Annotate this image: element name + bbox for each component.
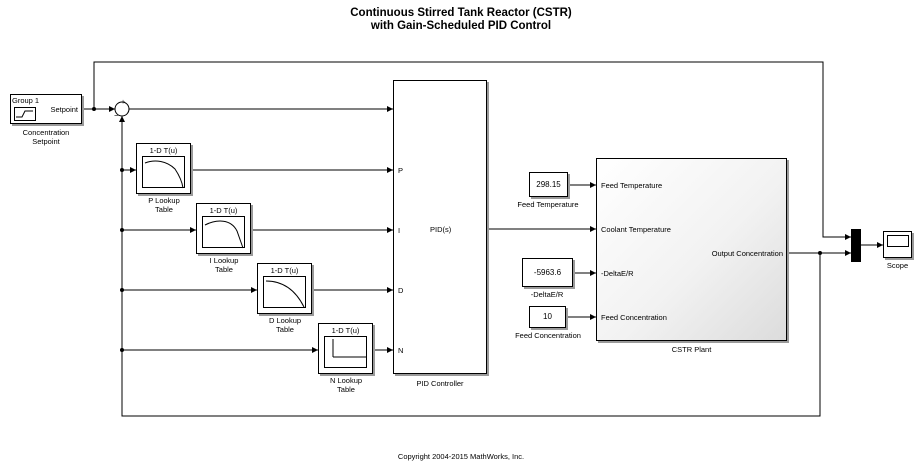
line-setpoint-to-mux [93,61,851,240]
i-lookup-name-line1: I Lookup [209,256,239,265]
junction-dot [818,251,822,255]
n-lookup-header: 1-D T(u) [331,326,360,335]
junction-dot [120,288,124,292]
pid-controller-block[interactable]: P I D N PID(s) [393,80,487,374]
pid-port-d: D [398,286,404,295]
plant-input-feed-temperature: Feed Temperature [601,181,663,190]
n-lookup-name-line1: N Lookup [329,376,363,385]
cstr-plant-block[interactable]: Feed Temperature Coolant Temperature -De… [596,158,787,341]
scope-screen-icon [887,235,909,247]
lookup-curve-icon [265,280,305,308]
plant-input-coolant-temperature: Coolant Temperature [601,225,671,234]
scope-block[interactable] [883,231,912,258]
feed-concentration-value: 10 [543,312,552,321]
diagram-title-line1: Continuous Stirred Tank Reactor (CSTR) [350,7,572,19]
p-lookup-table[interactable]: 1-D T(u) [136,143,191,194]
sum-block [114,101,130,117]
delta-e-r-name: -DeltaE/R [530,290,564,299]
junction-dot [120,348,124,352]
feed-temperature-name: Feed Temperature [517,200,579,209]
junction-dot [92,107,96,111]
mux-block [851,229,861,262]
feed-temperature-constant[interactable]: 298.15 [529,172,568,197]
plant-input-feed-concentration: Feed Concentration [601,313,667,322]
svg-text:+: + [121,99,125,106]
i-lookup-table[interactable]: 1-D T(u) [196,203,251,254]
pid-port-n: N [398,346,404,355]
line-feedback [119,116,821,417]
d-lookup-header: 1-D T(u) [270,266,299,275]
diagram-title-line2: with Gain-Scheduled PID Control [370,20,552,32]
plant-output-label: Output Concentration [711,249,783,258]
setpoint-group-label: Group 1 [12,96,40,105]
pid-controller-name: PID Controller [416,379,464,388]
copyright-text: Copyright 2004-2015 MathWorks, Inc. [397,452,525,461]
lookup-curve-icon [204,220,244,249]
setpoint-name-line1: Concentration [22,128,70,137]
cstr-plant-name: CSTR Plant [671,345,712,354]
p-lookup-name-line1: P Lookup [148,196,180,205]
scope-name: Scope [886,261,909,270]
signal-builder-icon [14,107,36,121]
junction-dot [120,228,124,232]
sum-minus-sign: − [114,111,119,120]
setpoint-port-label: Setpoint [50,105,78,114]
d-lookup-table[interactable]: 1-D T(u) [257,263,312,314]
concentration-setpoint-block[interactable]: Group 1 Setpoint [10,94,82,124]
pid-inner-label: PID(s) [430,225,452,234]
i-lookup-header: 1-D T(u) [209,206,238,215]
p-lookup-name-line2: Table [155,205,173,214]
delta-e-r-value: -5963.6 [533,268,562,277]
setpoint-name-line2: Setpoint [32,137,60,146]
n-lookup-name-line2: Table [337,385,355,394]
feed-concentration-constant[interactable]: 10 [529,306,566,328]
feed-temperature-value: 298.15 [536,180,561,189]
i-lookup-name-line2: Table [215,265,233,274]
d-lookup-name-line2: Table [276,325,294,334]
pid-port-p: P [398,166,404,175]
n-lookup-table[interactable]: 1-D T(u) [318,323,373,374]
plant-input-delta-e-r: -DeltaE/R [601,269,634,278]
p-lookup-header: 1-D T(u) [149,146,178,155]
lookup-curve-icon [144,160,184,189]
d-lookup-name-line1: D Lookup [268,316,302,325]
feed-concentration-name: Feed Concentration [515,331,581,340]
lookup-curve-icon [332,339,367,358]
pid-port-i: I [398,226,401,235]
delta-e-r-constant[interactable]: -5963.6 [522,258,573,287]
junction-dot [120,168,124,172]
